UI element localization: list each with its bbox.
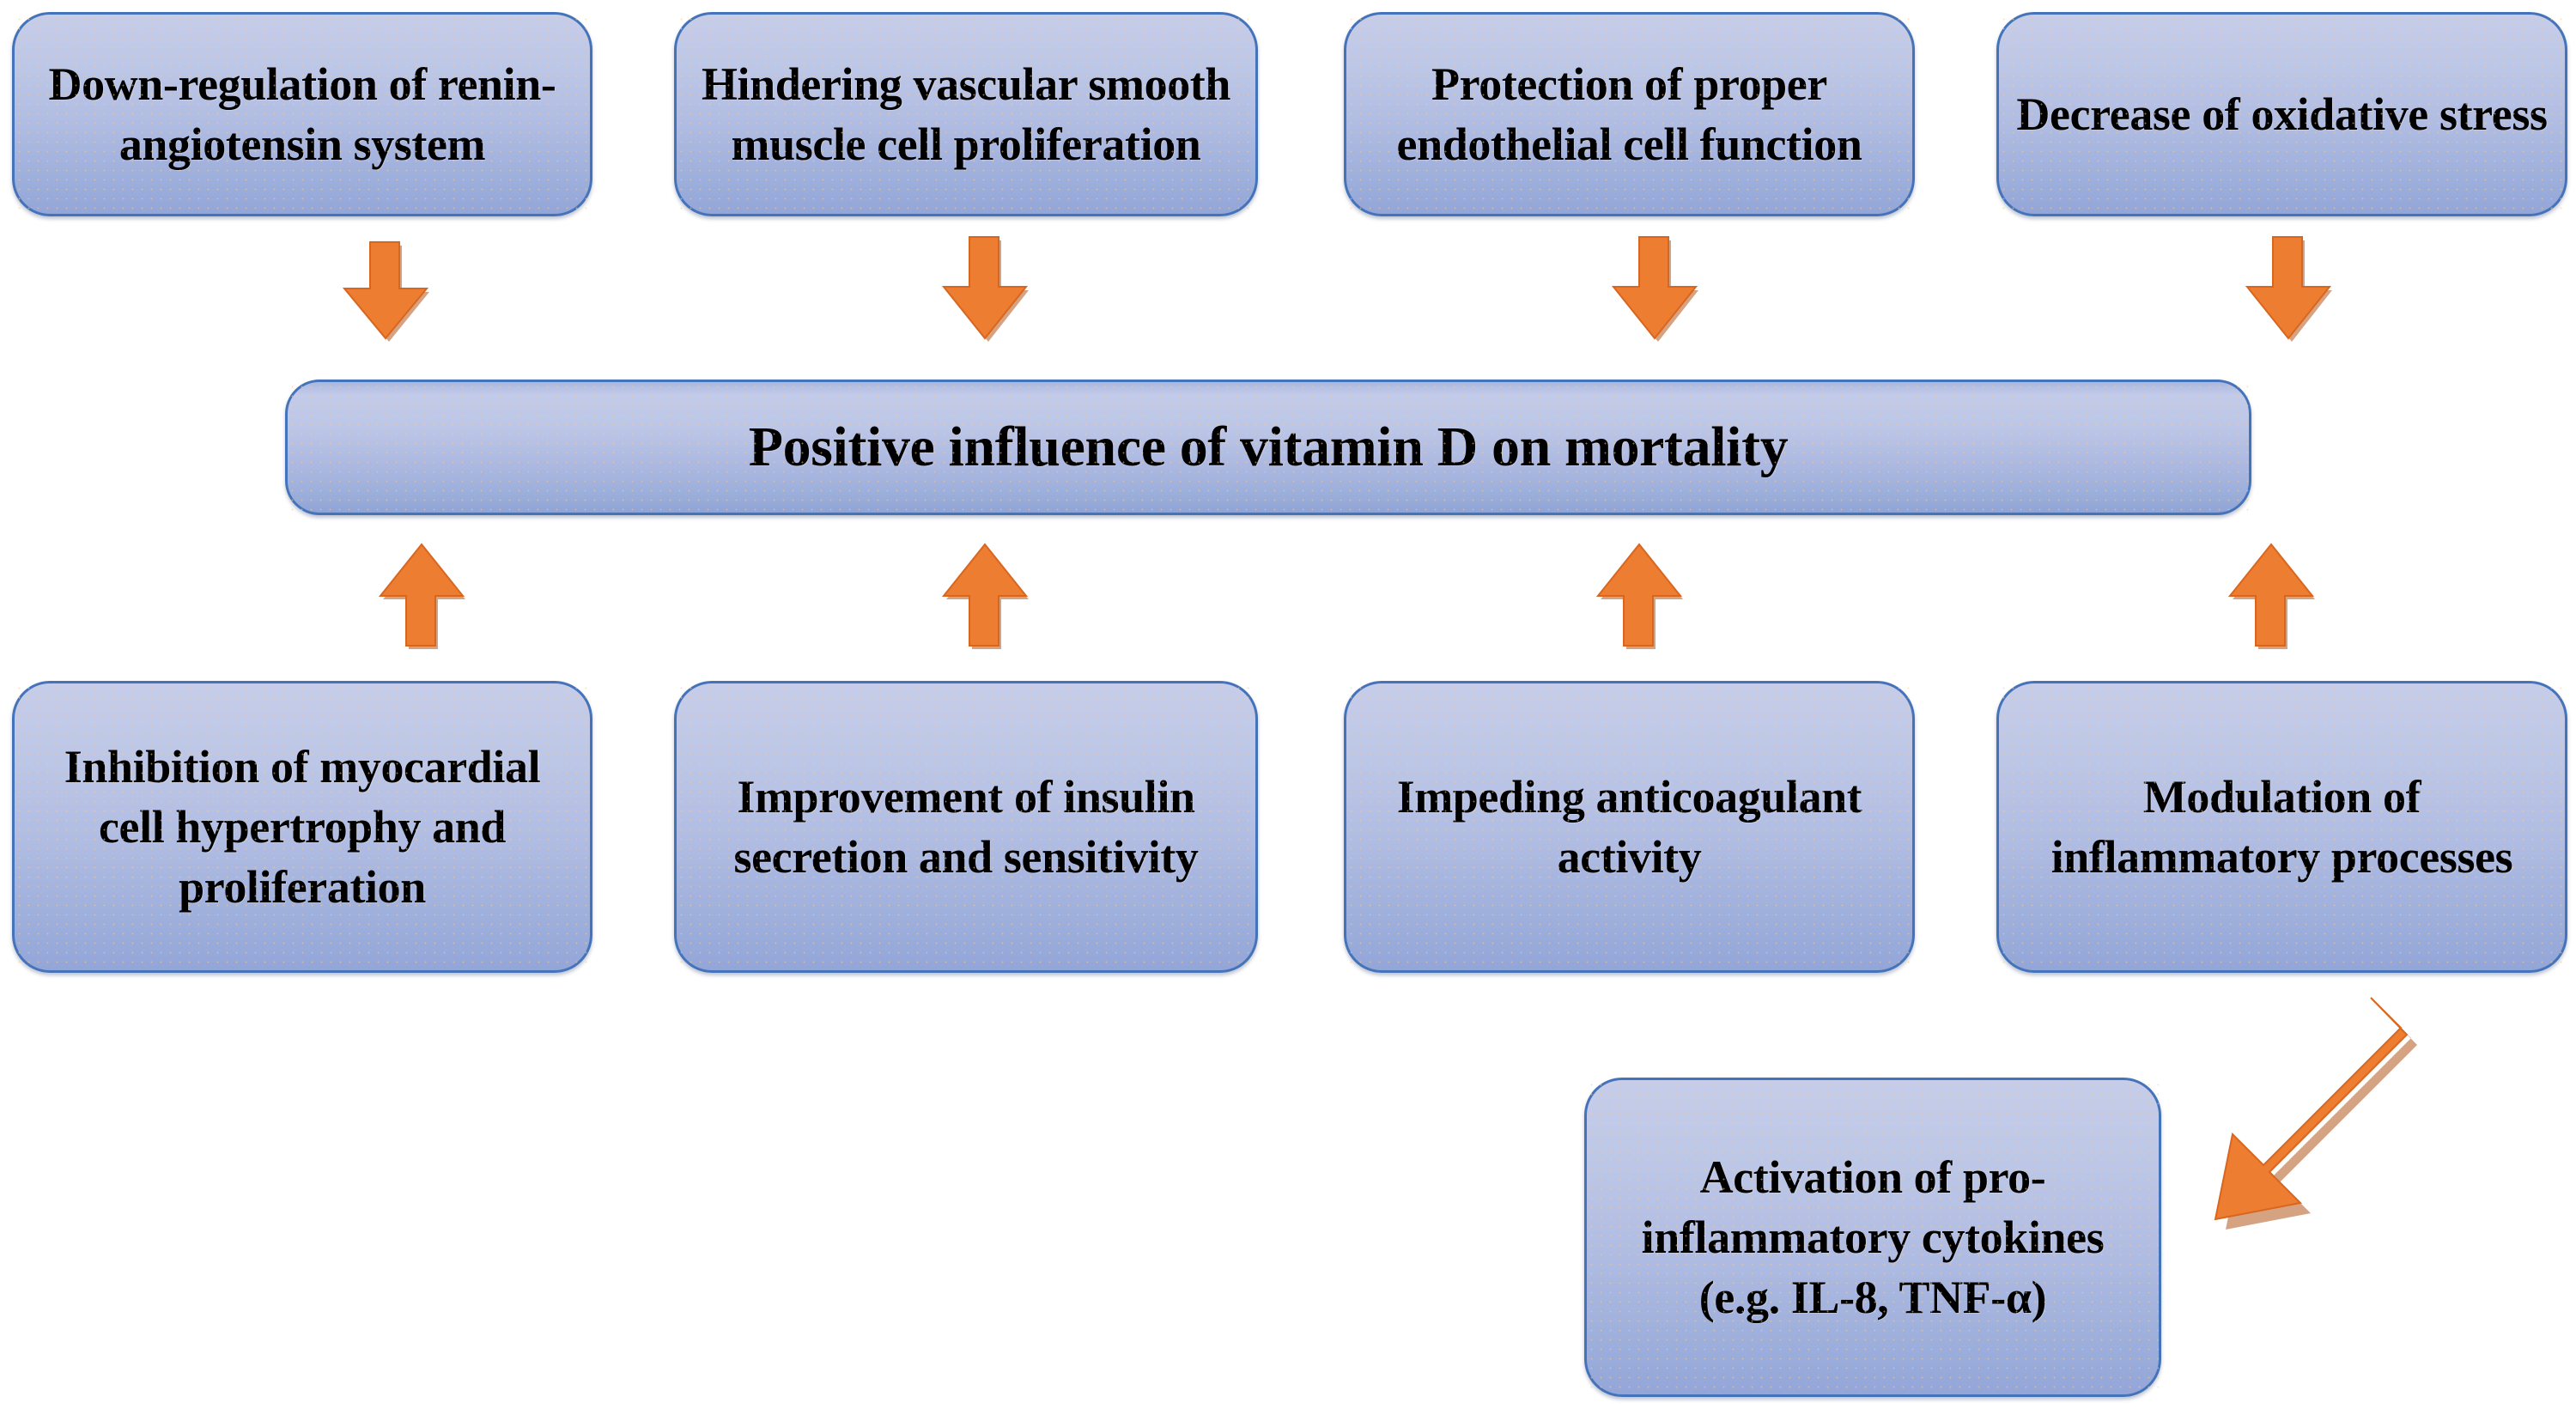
node-label: Impeding anticoagulant activity bbox=[1396, 770, 1862, 883]
node-protection-endothelial-function[interactable]: Protection of proper endothelial cell fu… bbox=[1344, 12, 1915, 216]
arrow-up-3-icon bbox=[1594, 543, 1685, 651]
arrow-up-4-icon bbox=[2226, 543, 2317, 651]
node-label: Positive influence of vitamin D on morta… bbox=[748, 416, 1789, 479]
node-label: Improvement of insulin secretion and sen… bbox=[733, 770, 1199, 883]
node-label: Activation of pro-inflammatory cytokines… bbox=[1641, 1151, 2105, 1324]
node-label: Down-regulation of renin-angiotensin sys… bbox=[48, 58, 556, 170]
node-down-regulation-renin-angiotensin[interactable]: Down-regulation of renin-angiotensin sys… bbox=[12, 12, 592, 216]
node-inhibition-myocardial-hypertrophy[interactable]: Inhibition of myocardial cell hypertroph… bbox=[12, 681, 592, 973]
arrow-down-3-icon bbox=[1609, 236, 1700, 343]
node-label: Protection of proper endothelial cell fu… bbox=[1396, 58, 1862, 170]
node-positive-influence-vitamin-d[interactable]: Positive influence of vitamin D on morta… bbox=[285, 380, 2251, 515]
arrow-down-2-icon bbox=[939, 236, 1030, 343]
node-modulation-inflammatory-processes[interactable]: Modulation of inflammatory processes bbox=[1996, 681, 2567, 973]
node-label: Decrease of oxidative stress bbox=[2016, 88, 2548, 140]
arrow-up-2-icon bbox=[939, 543, 1030, 651]
node-improvement-insulin-secretion[interactable]: Improvement of insulin secretion and sen… bbox=[674, 681, 1258, 973]
node-label: Inhibition of myocardial cell hypertroph… bbox=[64, 740, 541, 914]
arrow-down-1-icon bbox=[340, 241, 431, 343]
arrow-diagonal-down-left-icon bbox=[2138, 979, 2430, 1236]
node-label: Modulation of inflammatory processes bbox=[2050, 770, 2513, 883]
arrow-up-1-icon bbox=[376, 543, 467, 651]
node-hindering-vsmc-proliferation[interactable]: Hindering vascular smooth muscle cell pr… bbox=[674, 12, 1258, 216]
arrow-down-4-icon bbox=[2243, 236, 2334, 343]
node-label: Hindering vascular smooth muscle cell pr… bbox=[701, 58, 1231, 170]
node-decrease-oxidative-stress[interactable]: Decrease of oxidative stress bbox=[1996, 12, 2567, 216]
node-impeding-anticoagulant-activity[interactable]: Impeding anticoagulant activity bbox=[1344, 681, 1915, 973]
node-activation-pro-inflammatory-cytokines[interactable]: Activation of pro-inflammatory cytokines… bbox=[1584, 1078, 2161, 1397]
